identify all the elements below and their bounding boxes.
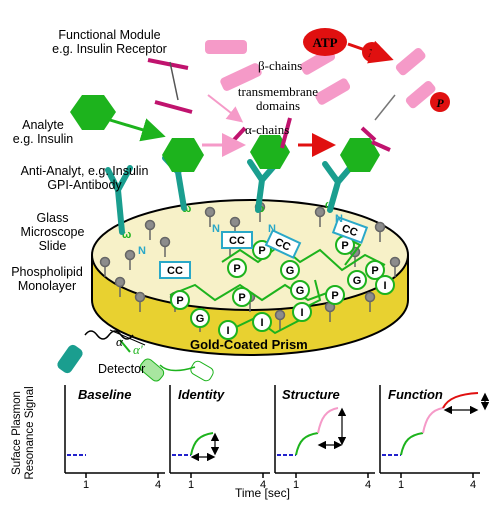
svg-text:ATP: ATP — [312, 35, 337, 50]
label-anti-analyt: Anti-Analyt, e.g. Insulin GPI-Antibody — [20, 164, 149, 192]
label-detector: Detector — [98, 362, 146, 376]
detector-icon — [139, 358, 165, 382]
label-alpha: α — [116, 334, 123, 349]
detector-optics — [57, 329, 214, 382]
svg-text:I: I — [383, 280, 386, 292]
phosphate-badge: P — [430, 92, 450, 112]
conformational-series — [422, 407, 444, 434]
pgi-circle-p: P — [170, 290, 190, 310]
svg-text:CC: CC — [167, 265, 183, 277]
cc-box: CC — [331, 216, 369, 244]
svg-text:P: P — [176, 295, 183, 307]
tick-label: 4 — [155, 479, 162, 491]
atp-arrow — [347, 40, 394, 64]
svg-text:G: G — [196, 313, 205, 325]
pgi-circle-g: G — [190, 308, 210, 328]
panel-title-identity: Identity — [178, 387, 225, 402]
pgi-circle-i: I — [375, 275, 395, 295]
svg-text:N: N — [212, 223, 220, 235]
svg-text:N: N — [268, 223, 276, 235]
svg-text:G: G — [296, 285, 305, 297]
tick-label: 1 — [398, 479, 405, 491]
binding-series — [400, 432, 424, 456]
tick-label: 1 — [83, 479, 90, 491]
svg-text:P: P — [436, 96, 444, 110]
panel-title-structure: Structure — [282, 387, 340, 402]
cc-box: CC — [264, 229, 302, 259]
x-axis-label: Time [sec] — [235, 486, 290, 500]
analyte-hexagon — [250, 135, 290, 169]
label-alpha-chains: α-chains — [245, 122, 290, 137]
svg-text:N: N — [335, 213, 343, 225]
panel-title-function: Function — [388, 387, 443, 402]
conformational-series — [317, 407, 339, 434]
atp-badge: ATP — [303, 28, 347, 56]
panel-title-baseline: Baseline — [78, 387, 132, 402]
label-analyte: Analyte e.g. Insulin — [12, 118, 74, 146]
analyte-hexagons — [70, 95, 380, 172]
svg-text:CC: CC — [340, 223, 359, 240]
pgi-circle-p: P — [232, 287, 252, 307]
tick-label: 4 — [260, 479, 267, 491]
svg-text:N: N — [138, 245, 146, 257]
pgi-circle-i: I — [292, 302, 312, 322]
label-alpha-prime: α' — [133, 342, 143, 357]
tick-label: 1 — [188, 479, 195, 491]
light-source-icon — [57, 344, 83, 374]
tick-label: 1 — [293, 479, 300, 491]
svg-text:P: P — [371, 265, 378, 277]
label-beta-chains: β-chains — [258, 58, 303, 73]
svg-text:P: P — [331, 290, 338, 302]
antibodies — [105, 153, 353, 235]
analyte-hexagon — [162, 138, 204, 172]
analyte-hexagon — [70, 95, 116, 130]
phosphorylation-series — [442, 392, 479, 409]
svg-text:G: G — [286, 265, 295, 277]
pgi-circles: P P G P P P G I P I G I P G I — [170, 235, 395, 340]
svg-text:P: P — [233, 263, 240, 275]
analyte-binding-arrow — [109, 118, 166, 142]
cc-box: CC — [159, 261, 191, 279]
label-phospholipid: Phospholipid Monolayer — [11, 265, 83, 293]
pgi-circle-p: P — [227, 258, 247, 278]
panel-curves — [67, 392, 479, 456]
binding-series — [295, 432, 319, 456]
svg-text:I: I — [300, 307, 303, 319]
pgi-circle-g: G — [280, 260, 300, 280]
panels-axes — [64, 385, 480, 478]
beta-pointer-arrow — [207, 94, 244, 123]
label-functional-module: Functional Module e.g. Insulin Receptor — [52, 28, 167, 56]
svg-text:P: P — [258, 245, 265, 257]
pgi-circle-p: P — [325, 285, 345, 305]
svg-text:P: P — [238, 292, 245, 304]
svg-text:ω: ω — [122, 229, 131, 241]
pgi-circle-g: G — [347, 270, 367, 290]
label-gold-prism: Gold-Coated Prism — [190, 337, 308, 352]
pgi-circle-i: I — [218, 320, 238, 340]
svg-text:I: I — [226, 325, 229, 337]
label-transmembrane: transmembrane domains — [237, 84, 319, 113]
svg-text:P: P — [341, 240, 348, 252]
measurement-arrows — [190, 392, 490, 462]
svg-text:CC: CC — [229, 235, 245, 247]
y-axis-label: Suface Plasmon Resonance Signal — [11, 386, 36, 480]
pgi-circle-i: I — [252, 312, 272, 332]
pgi-circle-g: G — [290, 280, 310, 300]
receptors — [147, 40, 436, 152]
tick-label: 4 — [470, 479, 477, 491]
svg-text:G: G — [353, 275, 362, 287]
cc-box: CC — [221, 231, 253, 249]
svg-text:I: I — [260, 317, 263, 329]
analyte-hexagon — [340, 138, 380, 172]
binding-series — [190, 432, 214, 456]
pgi-circle-p: P — [365, 260, 385, 280]
label-glass-slide: Glass Microscope Slide — [20, 211, 85, 253]
tick-label: 4 — [365, 479, 372, 491]
